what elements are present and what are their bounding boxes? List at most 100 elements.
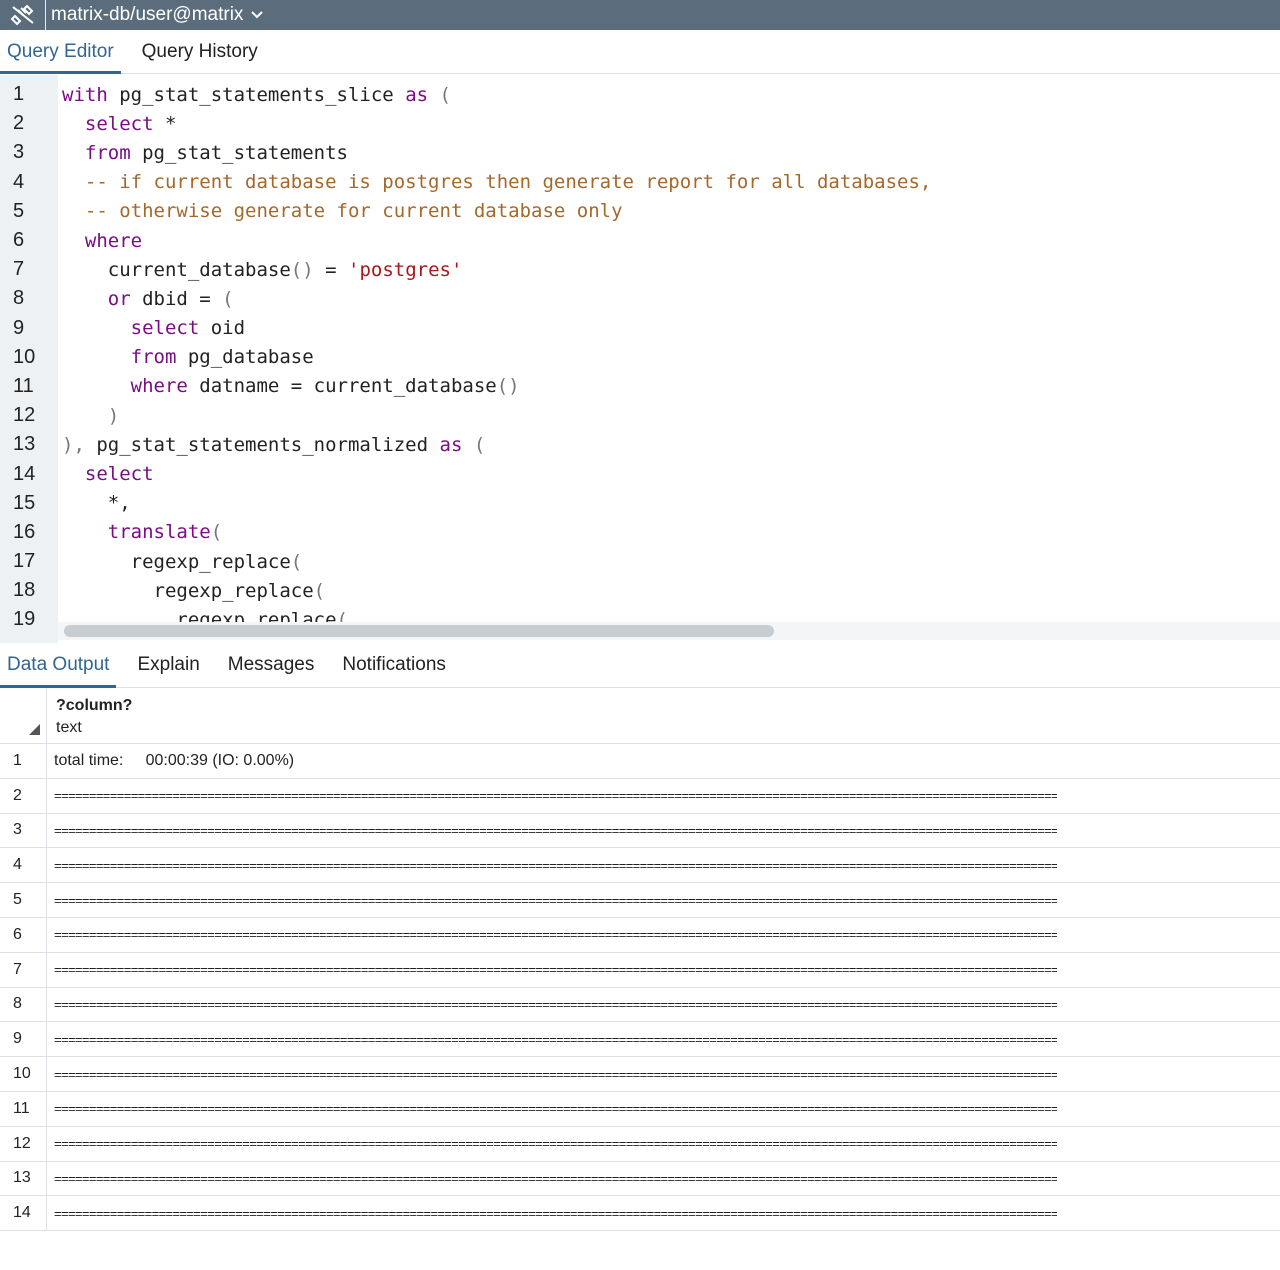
tab-data-output[interactable]: Data Output bbox=[0, 643, 117, 688]
code-line[interactable]: 10 from pg_database bbox=[0, 343, 1280, 372]
code-line[interactable]: 17 regexp_replace( bbox=[0, 547, 1280, 576]
table-cell[interactable]: ========================================… bbox=[54, 1031, 1057, 1047]
row-number[interactable]: 10 bbox=[0, 1057, 47, 1091]
table-cell[interactable]: ========================================… bbox=[54, 1205, 1057, 1221]
table-row[interactable]: 5 =======================================… bbox=[0, 883, 1280, 918]
code-line[interactable]: 5 -- otherwise generate for current data… bbox=[0, 197, 1280, 226]
table-cell[interactable]: ========================================… bbox=[54, 927, 1057, 943]
table-row[interactable]: 6 =======================================… bbox=[0, 917, 1280, 953]
connection-selector[interactable]: matrix-db/user@matrix bbox=[51, 4, 265, 26]
code-text[interactable]: with pg_stat_statements_slice as ( bbox=[62, 83, 451, 106]
code-line[interactable]: 16 translate( bbox=[0, 518, 1280, 547]
code-line[interactable]: 12 ) bbox=[0, 401, 1280, 430]
code-text[interactable]: or dbid = ( bbox=[107, 287, 234, 310]
table-cell[interactable]: ========================================… bbox=[54, 822, 1057, 838]
row-number[interactable]: 13 bbox=[0, 1161, 47, 1196]
row-number[interactable]: 9 bbox=[0, 1022, 47, 1057]
plug-disconnected-icon[interactable] bbox=[0, 0, 46, 30]
code-text[interactable]: where datname = current_database() bbox=[130, 375, 520, 398]
table-row[interactable]: 3 =======================================… bbox=[0, 813, 1280, 849]
line-number: 8 bbox=[13, 287, 25, 310]
row-number[interactable]: 1 bbox=[0, 744, 47, 778]
table-cell[interactable]: total time: 00:00:39 (IO: 0.00%) bbox=[54, 751, 295, 769]
table-cell[interactable]: ========================================… bbox=[54, 962, 1057, 978]
line-number: 7 bbox=[13, 258, 25, 281]
table-row[interactable]: 2 =======================================… bbox=[0, 778, 1280, 814]
code-text[interactable]: from pg_database bbox=[130, 346, 314, 369]
table-cell[interactable]: ========================================… bbox=[54, 996, 1057, 1012]
row-number[interactable]: 14 bbox=[0, 1196, 47, 1231]
table-cell[interactable]: ========================================… bbox=[54, 1136, 1057, 1152]
code-text[interactable]: regexp_replace( bbox=[62, 550, 303, 573]
code-text[interactable]: *, bbox=[62, 492, 131, 515]
code-text[interactable]: -- otherwise generate for current databa… bbox=[84, 200, 623, 223]
line-number: 10 bbox=[13, 345, 36, 368]
row-number[interactable]: 6 bbox=[0, 917, 47, 952]
code-text[interactable]: ), pg_stat_statements_normalized as ( bbox=[62, 433, 486, 456]
row-number[interactable]: 11 bbox=[0, 1091, 47, 1126]
code-line[interactable]: 14 select bbox=[0, 459, 1280, 488]
table-cell[interactable]: ========================================… bbox=[54, 892, 1057, 908]
code-text[interactable]: from pg_stat_statements bbox=[84, 141, 348, 164]
select-all-corner[interactable] bbox=[0, 688, 47, 744]
tab-query-history[interactable]: Query History bbox=[141, 40, 258, 62]
connection-bar: matrix-db/user@matrix bbox=[0, 0, 1280, 30]
connection-label: matrix-db/user@matrix bbox=[51, 4, 244, 25]
code-text[interactable]: select oid bbox=[130, 317, 246, 340]
code-text[interactable]: where bbox=[84, 229, 143, 252]
table-row[interactable]: 9 =======================================… bbox=[0, 1022, 1280, 1058]
code-line[interactable]: 18 regexp_replace( bbox=[0, 576, 1280, 605]
table-cell[interactable]: ========================================… bbox=[54, 857, 1057, 873]
code-line[interactable]: 11 where datname = current_database() bbox=[0, 372, 1280, 401]
table-row[interactable]: 14 ======================================… bbox=[0, 1196, 1280, 1232]
column-header-name[interactable]: ?column? bbox=[56, 697, 133, 714]
table-row[interactable]: 7 =======================================… bbox=[0, 952, 1280, 988]
code-text[interactable]: select bbox=[84, 463, 154, 486]
table-row[interactable]: 4 =======================================… bbox=[0, 848, 1280, 884]
row-number[interactable]: 8 bbox=[0, 987, 47, 1022]
row-number[interactable]: 12 bbox=[0, 1126, 47, 1161]
table-cell[interactable]: ========================================… bbox=[54, 1101, 1057, 1117]
row-number[interactable]: 5 bbox=[0, 883, 47, 917]
code-text[interactable]: ) bbox=[107, 404, 120, 427]
code-text[interactable]: regexp_replace( bbox=[62, 579, 326, 602]
code-text[interactable]: translate( bbox=[107, 521, 223, 544]
row-number[interactable]: 7 bbox=[0, 952, 47, 987]
table-row[interactable]: 13 ======================================… bbox=[0, 1161, 1280, 1197]
code-line[interactable]: 7 current_database() = 'postgres' bbox=[0, 255, 1280, 284]
table-cell[interactable]: ========================================… bbox=[54, 1170, 1057, 1186]
table-row[interactable]: 1 total time: 00:00:39 (IO: 0.00%) bbox=[0, 744, 1280, 779]
code-line[interactable]: 3 from pg_stat_statements bbox=[0, 138, 1280, 167]
code-line[interactable]: 4 -- if current database is postgres the… bbox=[0, 168, 1280, 197]
code-line[interactable]: 13), pg_stat_statements_normalized as ( bbox=[0, 430, 1280, 459]
tab-notifications[interactable]: Notifications bbox=[342, 654, 446, 675]
table-row[interactable]: 11 ======================================… bbox=[0, 1091, 1280, 1127]
tab-query-editor[interactable]: Query Editor bbox=[0, 30, 121, 74]
row-number[interactable]: 3 bbox=[0, 813, 47, 848]
table-row[interactable]: 10 ======================================… bbox=[0, 1057, 1280, 1092]
code-line[interactable]: 2 select * bbox=[0, 109, 1280, 138]
code-line[interactable]: 15 *, bbox=[0, 489, 1280, 518]
table-row[interactable]: 8 =======================================… bbox=[0, 987, 1280, 1023]
code-line[interactable]: 8 or dbid = ( bbox=[0, 284, 1280, 313]
code-text[interactable]: select * bbox=[84, 112, 177, 135]
line-number: 11 bbox=[13, 374, 34, 397]
row-number[interactable]: 2 bbox=[0, 778, 47, 813]
table-cell[interactable]: ========================================… bbox=[54, 1066, 1057, 1082]
code-line[interactable]: 9 select oid bbox=[0, 314, 1280, 343]
tab-explain[interactable]: Explain bbox=[137, 654, 200, 675]
horizontal-scrollbar-thumb[interactable] bbox=[64, 625, 774, 637]
corner-triangle-icon bbox=[29, 724, 40, 735]
row-number[interactable]: 4 bbox=[0, 848, 47, 883]
table-cell[interactable]: ========================================… bbox=[54, 788, 1057, 804]
tab-messages[interactable]: Messages bbox=[227, 654, 315, 675]
code-text[interactable]: -- if current database is postgres then … bbox=[84, 171, 932, 194]
table-row[interactable]: 12 ======================================… bbox=[0, 1126, 1280, 1162]
code-line[interactable]: 6 where bbox=[0, 226, 1280, 255]
code-text[interactable]: current_database() = 'postgres' bbox=[62, 258, 463, 281]
line-number: 12 bbox=[13, 404, 36, 427]
